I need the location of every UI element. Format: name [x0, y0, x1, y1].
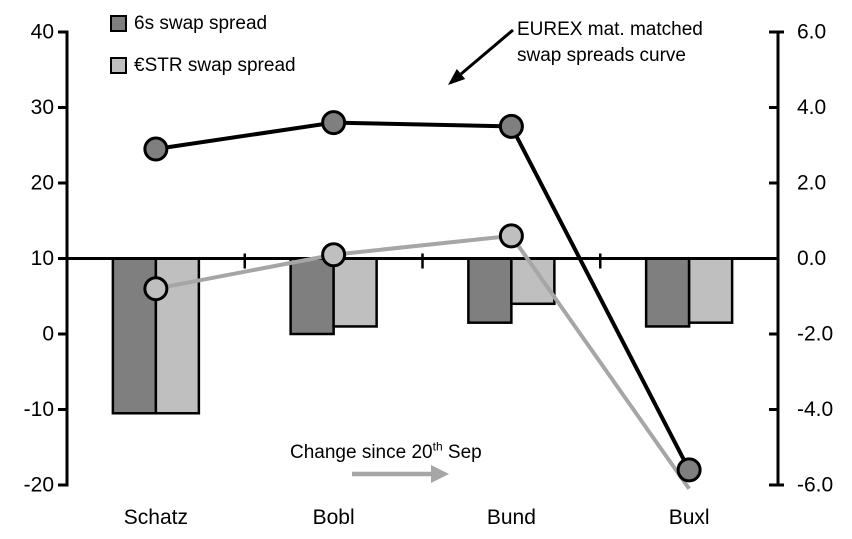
change-since-text: Change since 20 — [290, 442, 433, 463]
right-axis-label: -6.0 — [797, 474, 833, 497]
right-axis-label: 0.0 — [797, 247, 826, 270]
legend-label-6s: 6s swap spread — [134, 13, 268, 34]
marker-estr-bobl — [321, 242, 347, 268]
change-since-note: Change since 20th Sep — [290, 439, 482, 464]
category-label-buxl: Buxl — [669, 506, 710, 529]
marker-6s-bund — [498, 113, 524, 139]
line-6s-curve — [155, 120, 691, 471]
annotation-eurex: EUREX mat. matched swap spreads curve — [517, 17, 703, 69]
marker-6s-schatz — [143, 136, 169, 162]
right-axis-label: 2.0 — [797, 172, 826, 195]
category-label-schatz: Schatz — [124, 506, 188, 529]
legend-label-estr: €STR swap spread — [134, 55, 296, 76]
left-axis-label: 40 — [31, 21, 54, 44]
bar-6s-bund — [467, 257, 513, 324]
annotation-line2: swap spreads curve — [517, 45, 686, 66]
marker-6s-bobl — [321, 110, 347, 136]
category-label-bobl: Bobl — [313, 506, 355, 529]
annotation-arrow-shaft — [460, 28, 514, 76]
legend-item-estr: €STR swap spread — [110, 54, 296, 77]
bar-estr-bobl — [332, 257, 378, 328]
left-axis-label: 10 — [31, 247, 54, 270]
change-since-suffix: Sep — [442, 442, 482, 463]
left-axis-label: 20 — [31, 172, 54, 195]
bar-6s-buxl — [644, 257, 691, 328]
right-axis-label: 4.0 — [797, 96, 826, 119]
legend-swatch-6s-icon — [110, 15, 127, 32]
line-estr-curve — [155, 233, 691, 490]
change-since-sup: th — [432, 439, 443, 454]
left-axis-label: -20 — [24, 474, 54, 497]
bar-6s-bobl — [289, 257, 335, 336]
legend-swatch-estr-icon — [110, 57, 127, 74]
category-label-bund: Bund — [487, 506, 536, 529]
right-axis-label: 6.0 — [797, 21, 826, 44]
marker-6s-buxl — [676, 457, 702, 483]
right-axis-label: -2.0 — [797, 323, 833, 346]
marker-estr-bund — [498, 223, 524, 249]
left-axis-label: 30 — [31, 96, 54, 119]
marker-estr-schatz — [143, 276, 169, 302]
legend-item-6s: 6s swap spread — [110, 12, 267, 35]
bar-estr-buxl — [687, 257, 734, 324]
left-axis-label: 0 — [42, 323, 54, 346]
change-since-arrow-icon — [431, 465, 449, 483]
right-axis-label: -4.0 — [797, 398, 833, 421]
left-axis-label: -10 — [24, 398, 54, 421]
annotation-line1: EUREX mat. matched — [517, 19, 703, 40]
annotation-arrow-icon — [448, 69, 466, 85]
